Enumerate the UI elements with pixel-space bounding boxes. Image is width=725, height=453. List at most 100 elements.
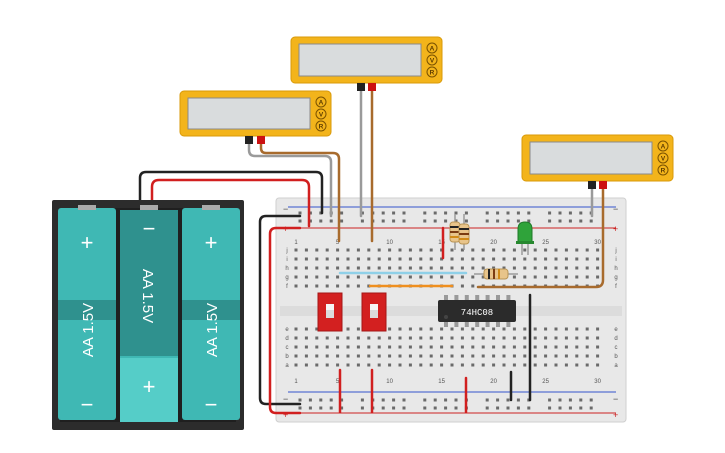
terminal-hole[interactable] [523, 327, 527, 331]
terminal-hole[interactable] [304, 266, 308, 270]
terminal-hole[interactable] [325, 257, 329, 261]
rail-hole[interactable] [579, 219, 583, 223]
rail-hole[interactable] [433, 211, 437, 215]
rail-hole[interactable] [433, 406, 437, 410]
terminal-hole[interactable] [471, 266, 475, 270]
terminal-hole[interactable] [450, 275, 454, 279]
terminal-hole[interactable] [398, 275, 402, 279]
terminal-hole[interactable] [544, 248, 548, 252]
rail-hole[interactable] [340, 219, 344, 223]
terminal-hole[interactable] [554, 363, 558, 367]
terminal-hole[interactable] [377, 345, 381, 349]
terminal-hole[interactable] [440, 336, 444, 340]
terminal-hole[interactable] [356, 275, 360, 279]
terminal-hole[interactable] [596, 345, 600, 349]
meter1-buttons[interactable]: AVR [315, 96, 327, 132]
terminal-hole[interactable] [585, 275, 589, 279]
terminal-hole[interactable] [325, 363, 329, 367]
terminal-hole[interactable] [336, 275, 340, 279]
rail-hole[interactable] [308, 406, 312, 410]
rail-hole[interactable] [433, 219, 437, 223]
wire-meter1-red-probe[interactable] [259, 142, 341, 243]
terminal-hole[interactable] [471, 345, 475, 349]
meter-mode-button[interactable] [657, 164, 669, 176]
terminal-hole[interactable] [367, 248, 371, 252]
terminal-hole[interactable] [294, 354, 298, 358]
wires[interactable] [138, 86, 605, 415]
terminal-hole[interactable] [523, 257, 527, 261]
resistor-vertical-1[interactable] [449, 214, 461, 250]
terminal-hole[interactable] [325, 345, 329, 349]
terminal-hole[interactable] [502, 327, 506, 331]
rail-hole[interactable] [568, 406, 572, 410]
meter3-buttons[interactable]: AVR [657, 140, 669, 176]
rail-hole[interactable] [298, 398, 302, 402]
rail-hole[interactable] [558, 398, 562, 402]
terminal-hole[interactable] [596, 354, 600, 358]
terminal-hole[interactable] [429, 327, 433, 331]
terminal-hole[interactable] [429, 363, 433, 367]
terminal-hole[interactable] [492, 327, 496, 331]
rail-hole[interactable] [558, 211, 562, 215]
terminal-hole[interactable] [575, 327, 579, 331]
rail-hole[interactable] [527, 219, 531, 223]
terminal-hole[interactable] [440, 266, 444, 270]
rail-hole[interactable] [548, 398, 552, 402]
terminal-hole[interactable] [564, 354, 568, 358]
terminal-hole[interactable] [419, 327, 423, 331]
rail-hole[interactable] [454, 398, 458, 402]
terminal-hole[interactable] [419, 345, 423, 349]
terminal-hole[interactable] [304, 363, 308, 367]
terminal-hole[interactable] [367, 257, 371, 261]
terminal-hole[interactable] [325, 266, 329, 270]
rail-hole[interactable] [402, 219, 406, 223]
terminal-hole[interactable] [419, 275, 423, 279]
terminal-hole[interactable] [481, 336, 485, 340]
multimeter-1[interactable]: AVR [179, 90, 332, 144]
terminal-hole[interactable] [325, 354, 329, 358]
terminal-hole[interactable] [346, 284, 350, 288]
rail-hole[interactable] [558, 219, 562, 223]
terminal-hole[interactable] [596, 248, 600, 252]
terminal-hole[interactable] [564, 257, 568, 261]
terminal-hole[interactable] [492, 345, 496, 349]
terminal-hole[interactable] [356, 363, 360, 367]
terminal-hole[interactable] [294, 345, 298, 349]
rail-hole[interactable] [381, 211, 385, 215]
rail-hole[interactable] [506, 398, 510, 402]
rail-hole[interactable] [402, 406, 406, 410]
terminal-hole[interactable] [356, 257, 360, 261]
terminal-hole[interactable] [356, 336, 360, 340]
terminal-hole[interactable] [481, 275, 485, 279]
terminal-hole[interactable] [294, 327, 298, 331]
rail-hole[interactable] [392, 211, 396, 215]
terminal-hole[interactable] [502, 363, 506, 367]
meter-mode-button[interactable] [657, 152, 669, 164]
rail-hole[interactable] [360, 398, 364, 402]
terminal-hole[interactable] [533, 345, 537, 349]
terminal-hole[interactable] [564, 336, 568, 340]
terminal-hole[interactable] [408, 266, 412, 270]
terminal-hole[interactable] [450, 257, 454, 261]
terminal-hole[interactable] [460, 327, 464, 331]
terminal-hole[interactable] [377, 363, 381, 367]
wire-battery-positive[interactable] [150, 178, 311, 228]
terminal-hole[interactable] [523, 354, 527, 358]
rail-hole[interactable] [329, 406, 333, 410]
terminal-hole[interactable] [512, 327, 516, 331]
terminal-hole[interactable] [315, 345, 319, 349]
terminal-hole[interactable] [294, 336, 298, 340]
rail-hole[interactable] [579, 211, 583, 215]
terminal-hole[interactable] [512, 363, 516, 367]
terminal-hole[interactable] [492, 363, 496, 367]
terminal-hole[interactable] [440, 363, 444, 367]
terminal-hole[interactable] [325, 248, 329, 252]
terminal-hole[interactable] [408, 257, 412, 261]
rail-hole[interactable] [319, 406, 323, 410]
rail-hole[interactable] [568, 219, 572, 223]
dip-switch-1[interactable] [317, 292, 343, 332]
terminal-hole[interactable] [481, 345, 485, 349]
terminal-hole[interactable] [512, 248, 516, 252]
terminal-hole[interactable] [575, 354, 579, 358]
rail-hole[interactable] [589, 406, 593, 410]
